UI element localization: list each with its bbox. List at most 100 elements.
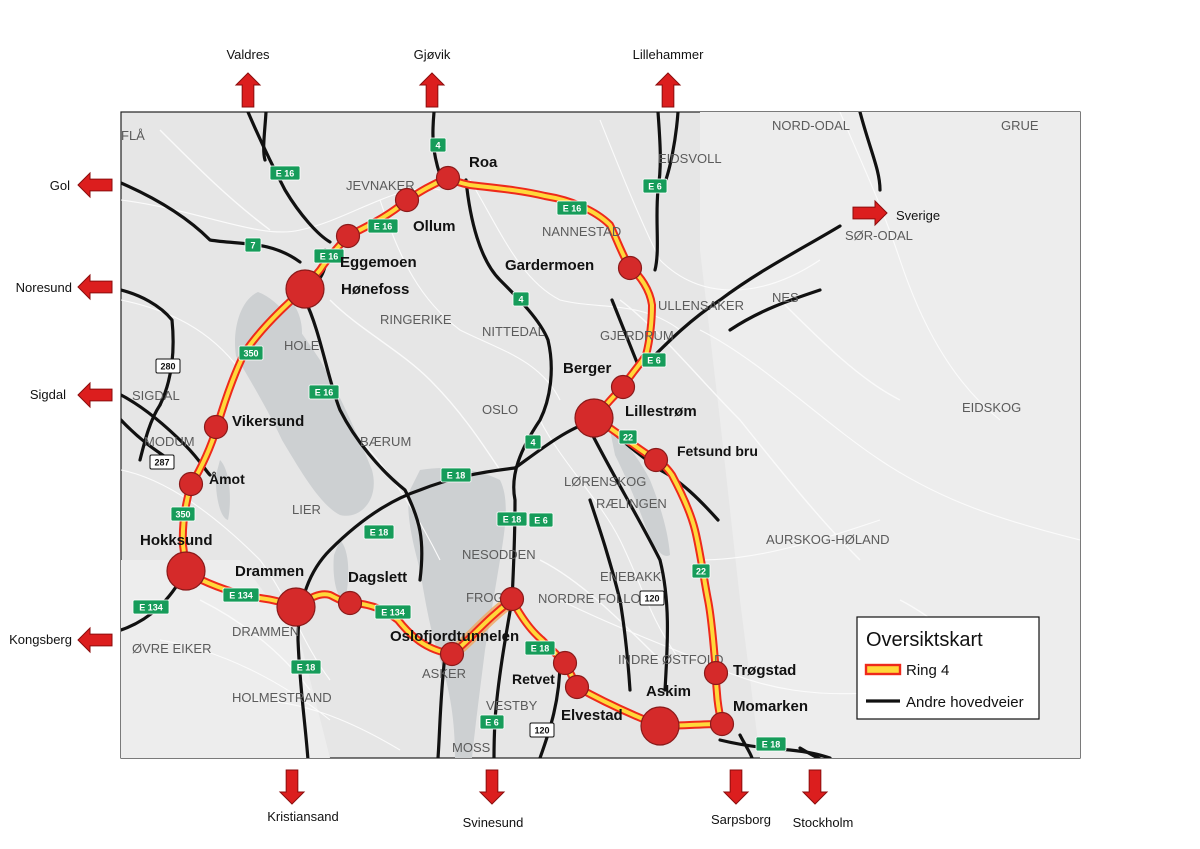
municipality-label: GRUE [1001,118,1039,133]
road-shield-number: E 16 [320,252,339,262]
place-label-dagslett: Dagslett [348,569,407,586]
node-drammen [276,587,316,627]
direction-kongsberg: Kongsberg [9,626,113,654]
municipality-label: ØVRE EIKER [132,641,211,656]
road-shield-number: 4 [518,295,523,305]
road-shield: E 134 [374,604,412,620]
road-shield-plate [170,506,196,522]
node-retvet [552,650,578,676]
arrow-left-icon [77,626,113,654]
road-shield-number: E 6 [485,718,499,728]
road-shield-plate [244,237,262,253]
road-shield-plate [367,218,399,234]
road-shield-number: E 18 [503,515,522,525]
arrow-up-icon [418,72,446,108]
road-shield-number: E 134 [139,603,163,613]
road-shield-number: E 16 [276,169,295,179]
municipality-label: HOLMESTRAND [232,690,332,705]
direction-label: Gol [50,178,70,193]
legend-ring-swatch [864,663,902,676]
road-shield: 287 [149,454,175,470]
road-shield: 4 [524,434,542,450]
place-label-oslofjord: Oslofjordtunnelen [390,628,519,645]
road-shield-plate [524,640,556,656]
road-shield-plate [528,512,554,528]
road-shield: 120 [529,722,555,738]
place-label-eggemoen: Eggemoen [340,254,417,271]
road-shield-plate [313,248,345,264]
node-lillestrom [574,398,614,438]
road-shield-number: 287 [154,458,169,468]
road-shield: 22 [618,429,638,445]
road-shield-plate [529,722,555,738]
municipality-label: ASKER [422,666,466,681]
road-shield-number: E 6 [647,356,661,366]
road-shield: 4 [512,291,530,307]
road-shield: E 6 [642,178,668,194]
road-shield: E 16 [367,218,399,234]
place-label-berger: Berger [563,360,612,377]
node-gardermoen [617,255,643,281]
road-shield: 280 [155,358,181,374]
municipality-label: RINGERIKE [380,312,452,327]
arrow-down-icon [801,769,829,805]
place-label-drammen: Drammen [235,563,304,580]
road-shield: E 6 [528,512,554,528]
place-label-elvestad: Elvestad [561,707,623,724]
legend-road-label: Andre hovedveier [906,694,1024,711]
arrow-left-icon [77,381,113,409]
municipality-label: EIDSVOLL [658,151,722,166]
direction-lillehammer: Lillehammer [633,47,704,108]
municipality-label: LØRENSKOG [564,474,646,489]
place-label-fetsund: Fetsund bru [677,443,758,459]
direction-kristiansand: Kristiansand [267,769,339,824]
place-label-lillestrom: Lillestrøm [625,403,697,420]
road-shield-number: 120 [534,726,549,736]
road-shield-plate [556,200,588,216]
road-shield-plate [618,429,638,445]
place-label-hokksund: Hokksund [140,532,213,549]
direction-gol: Gol [50,171,113,199]
place-label-roa: Roa [469,154,498,171]
municipality-label: GJERDRUM [600,328,674,343]
municipality-label: BÆRUM [360,434,411,449]
municipality-label: RÆLINGEN [596,496,667,511]
road-shield-number: 350 [243,349,258,359]
road-shield-number: E 6 [648,182,662,192]
municipality-label: NORD-ODAL [772,118,850,133]
node-hokksund [166,551,206,591]
node-roa [435,165,461,191]
direction-label: Svinesund [463,815,524,830]
node-frogn [499,586,525,612]
direction-sigdal: Sigdal [30,381,113,409]
direction-label: Kristiansand [267,809,339,824]
municipality-label: LIER [292,502,321,517]
road-shield-plate [641,352,667,368]
road-shield-number: E 6 [534,516,548,526]
municipality-label: NORDRE FOLLO [538,591,641,606]
lake-tyrifjorden [234,292,374,516]
node-momarken [709,711,735,737]
municipality-label: SIGDAL [132,388,180,403]
road-shield-plate [374,604,412,620]
direction-valdres: Valdres [226,47,270,108]
node-fetsund [643,447,669,473]
road-shield: E 134 [222,587,260,603]
road-shield-plate [269,165,301,181]
road-shield-number: 4 [435,141,440,151]
direction-gjovik: Gjøvik [414,47,451,108]
lake-oyeren [610,430,670,556]
road-shield-plate [440,467,472,483]
place-label-momarken: Momarken [733,698,808,715]
direction-label: Kongsberg [9,632,72,647]
node-vikersund [203,414,229,440]
direction-label: Lillehammer [633,47,704,62]
road-shield: 4 [429,137,447,153]
arrow-left-icon [77,171,113,199]
road-shield-number: E 134 [229,591,253,601]
road-shield-plate [479,714,505,730]
road-shield: E 16 [556,200,588,216]
road-shield: E 18 [755,736,787,752]
road-shield: E 18 [524,640,556,656]
